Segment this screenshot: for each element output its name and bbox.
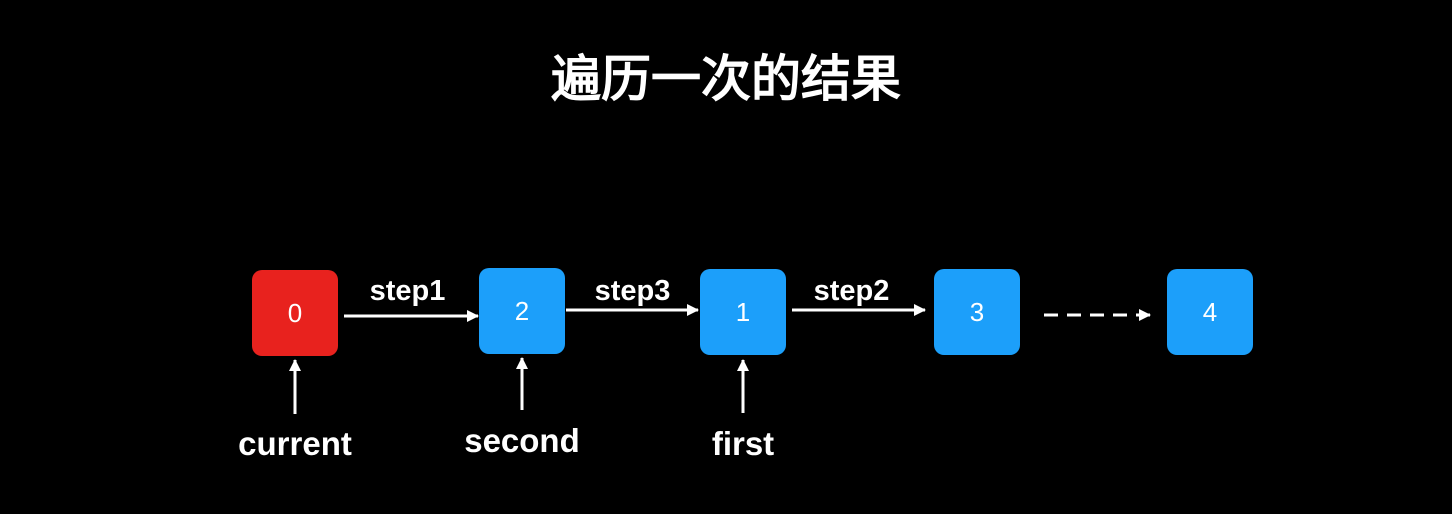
node-1-value: 1 <box>735 296 751 327</box>
node-3: 3 <box>934 269 1020 355</box>
edge-step3-label: step3 <box>594 275 671 307</box>
node-4: 4 <box>1167 269 1253 355</box>
pointer-second-label: second <box>464 422 580 459</box>
edge-step2-label: step2 <box>813 275 890 307</box>
pointer-first-label: first <box>711 425 775 462</box>
node-1: 1 <box>700 269 786 355</box>
node-2-value: 2 <box>514 295 530 326</box>
node-3-value: 3 <box>969 296 985 327</box>
pointer-current-label: current <box>238 425 352 462</box>
node-0-value: 0 <box>287 297 303 328</box>
node-2: 2 <box>479 268 565 354</box>
node-4-value: 4 <box>1202 296 1218 327</box>
node-0: 0 <box>252 270 338 356</box>
edge-step1-label: step1 <box>369 275 446 307</box>
diagram-title: 遍历一次的结果 <box>551 50 901 108</box>
